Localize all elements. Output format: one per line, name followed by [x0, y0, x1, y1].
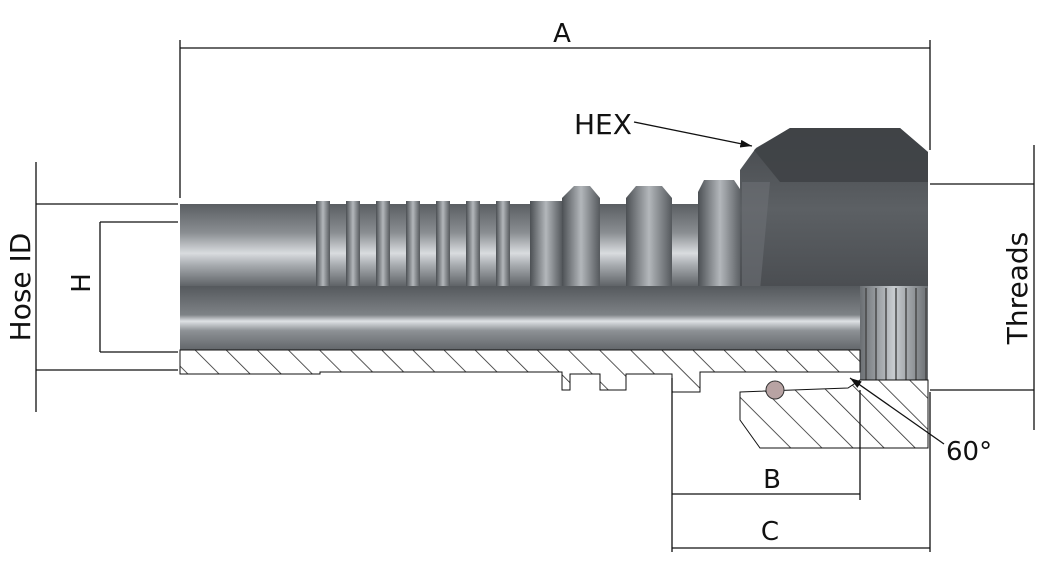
- threads-label: Threads: [1001, 232, 1034, 346]
- bore: [180, 286, 860, 350]
- collar-3: [698, 180, 742, 290]
- dimension-a-label: A: [553, 19, 571, 49]
- fitting-body: [180, 128, 928, 290]
- hose-id-label: Hose ID: [4, 233, 37, 342]
- o-ring: [765, 380, 785, 400]
- dimension-lines: [35, 40, 1035, 552]
- cut-section: [179, 349, 929, 449]
- collar-1: [562, 186, 600, 290]
- dimension-b-label: B: [763, 465, 781, 495]
- thread-section: [860, 286, 928, 390]
- angle-label: 60°: [946, 437, 992, 467]
- tail-ribs: [316, 201, 562, 289]
- collar-2: [626, 186, 672, 290]
- tail-section: [179, 349, 861, 393]
- dimension-c-label: C: [761, 517, 779, 547]
- dimension-h-label: H: [67, 273, 97, 293]
- hex-label: HEX: [574, 108, 632, 141]
